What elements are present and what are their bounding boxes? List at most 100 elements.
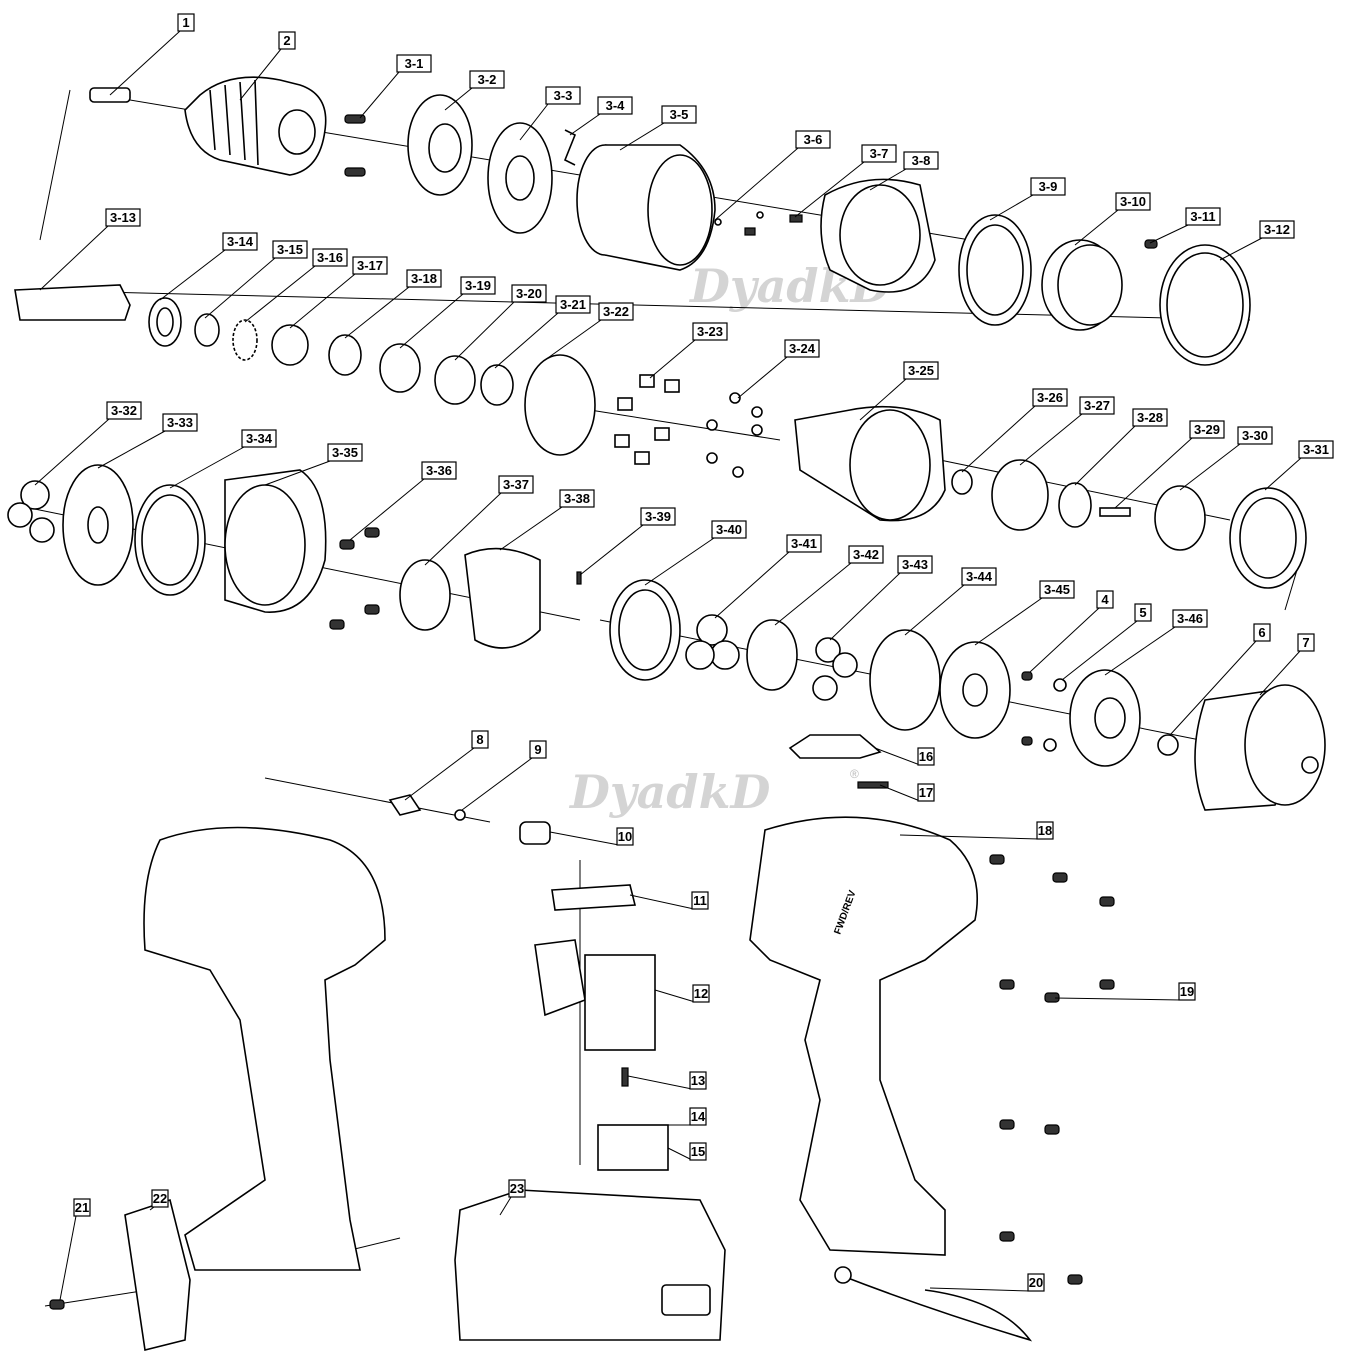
leader-line (961, 405, 1036, 473)
label-text: 15 (691, 1144, 705, 1159)
leader-line (461, 757, 533, 811)
label-text: 19 (1180, 984, 1194, 999)
label-box (460, 276, 496, 295)
pins (614, 374, 763, 478)
leader-line (649, 339, 696, 379)
label-text: 11 (693, 893, 707, 908)
part-label-20: 20 (1027, 1273, 1045, 1292)
part-label-3-41: 3-41 (786, 534, 822, 553)
label-box (508, 1179, 526, 1198)
part-label-3-32: 3-32 (106, 401, 142, 420)
part-label-3-14: 3-14 (222, 232, 258, 251)
switch-bracket (788, 734, 882, 759)
label-box (222, 232, 258, 251)
housing-screws (49, 854, 1115, 1310)
label-text: 3-41 (791, 536, 817, 551)
label-text: 18 (1038, 823, 1052, 838)
leader-line (264, 460, 331, 486)
shift-ring (464, 547, 541, 649)
leader-line (654, 989, 696, 1003)
leader-line (444, 87, 473, 111)
leader-line (644, 537, 715, 586)
part-label-3-42: 3-42 (848, 545, 884, 564)
screw (344, 114, 366, 124)
label-box (396, 54, 432, 73)
part-label-3-17: 3-17 (352, 256, 388, 275)
label-box (640, 507, 676, 526)
label-box (897, 555, 933, 574)
label-box (616, 827, 634, 846)
label-box (786, 534, 822, 553)
label-box (848, 545, 884, 564)
cam (991, 459, 1049, 531)
leader-line (904, 584, 965, 636)
part-label-8: 8 (471, 730, 489, 749)
part-label-22: 22 (151, 1189, 169, 1208)
label-text: 6 (1258, 625, 1265, 640)
part-label-14: 14 (689, 1107, 707, 1126)
switch-module (584, 954, 656, 1051)
label-box (689, 1071, 707, 1090)
label-box (241, 429, 277, 448)
leader-line (244, 265, 316, 323)
part-label-1: 1 (177, 13, 195, 32)
label-box (421, 461, 457, 480)
part-label-3-13: 3-13 (105, 208, 141, 227)
part-label-3-3: 3-3 (545, 86, 581, 105)
label-box (559, 489, 595, 508)
spring (744, 227, 756, 236)
part-label-21: 21 (73, 1198, 91, 1217)
part-label-3-31: 3-31 (1298, 440, 1334, 459)
part-label-3-26: 3-26 (1032, 388, 1068, 407)
ring-gear (480, 364, 514, 406)
leader-line (204, 257, 276, 319)
label-box (1115, 192, 1151, 211)
part-label-3-16: 3-16 (312, 248, 348, 267)
label-text: 21 (75, 1200, 89, 1215)
label-box (784, 339, 820, 358)
label-text: 3-27 (1084, 398, 1110, 413)
part-label-3-25: 3-25 (903, 361, 939, 380)
label-text: 3-29 (1194, 422, 1220, 437)
part-label-13: 13 (689, 1071, 707, 1090)
part-label-3-23: 3-23 (692, 322, 728, 341)
label-text: 3-46 (1177, 611, 1203, 626)
lock-ring (271, 324, 309, 366)
part-label-3-19: 3-19 (460, 276, 496, 295)
parts-lower: FWD/REV (49, 794, 1115, 1351)
trigger (534, 939, 586, 1017)
label-text: 7 (1302, 635, 1309, 650)
part-label-3-46: 3-46 (1172, 609, 1208, 628)
label-text: 3-12 (1264, 222, 1290, 237)
label-text: 3-20 (516, 286, 542, 301)
pin (1099, 507, 1131, 517)
label-box (498, 475, 534, 494)
label-text: 3-31 (1303, 442, 1329, 457)
label-text: 3-43 (902, 557, 928, 572)
label-text: 3-6 (804, 132, 823, 147)
label-box (861, 144, 897, 163)
ball-ring (232, 319, 258, 361)
part-label-18: 18 (1036, 821, 1054, 840)
label-text: 3-22 (603, 304, 629, 319)
label-text: 10 (618, 829, 632, 844)
leader-line (1169, 640, 1257, 736)
label-text: 3-5 (670, 107, 689, 122)
label-text: 3-32 (111, 403, 137, 418)
label-text: 17 (919, 785, 933, 800)
label-box (917, 747, 935, 766)
label-text: 3-36 (426, 463, 452, 478)
leader-line (794, 161, 865, 218)
label-box (903, 151, 939, 170)
label-box (1134, 603, 1152, 622)
leader-line (159, 249, 226, 301)
part-label-7: 7 (1297, 633, 1315, 652)
part-label-3-38: 3-38 (559, 489, 595, 508)
label-text: 3-33 (167, 415, 193, 430)
leader-line (1074, 425, 1136, 486)
label-box (1032, 388, 1068, 407)
label-box (73, 1198, 91, 1217)
part-label-16: 16 (917, 747, 935, 766)
label-box (1259, 220, 1295, 239)
